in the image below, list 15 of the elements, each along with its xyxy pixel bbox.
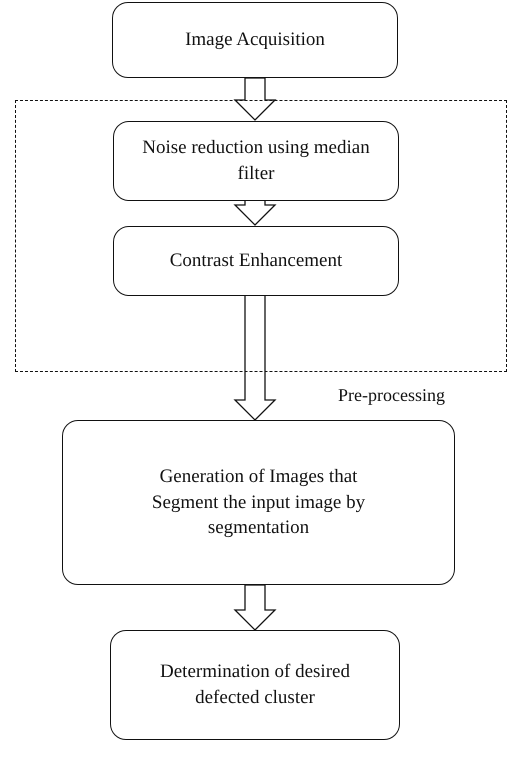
box-text: Contrast Enhancement: [168, 249, 344, 274]
process-box: [110, 630, 400, 740]
process-box: [113, 226, 399, 296]
box-text: Noise reduction using median filter: [141, 136, 371, 186]
process-box: [112, 2, 398, 78]
block-arrow: [233, 199, 277, 226]
block-arrow: [233, 77, 277, 121]
process-box: [113, 121, 399, 201]
block-arrow: [233, 294, 277, 421]
block-arrow: [233, 584, 277, 631]
box-text: Determination of desired defected cluster: [159, 660, 351, 710]
box-text: Image Acquisition: [184, 28, 326, 52]
process-box: [62, 420, 455, 585]
box-text: Generation of Images that Segment the input image by segmentation: [150, 465, 366, 540]
group-label: Pre-processing: [338, 385, 445, 406]
